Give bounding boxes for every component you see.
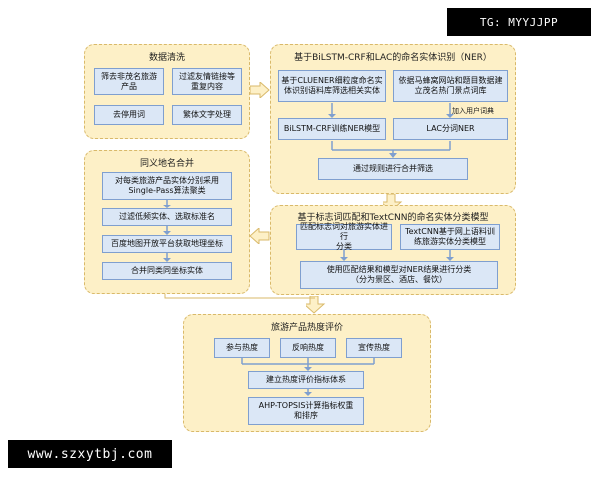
connector-synonym-bottom	[164, 294, 315, 299]
heat-item-2: 反响热度	[280, 338, 336, 358]
heat-system: 建立热度评价指标体系	[248, 371, 364, 389]
synonym-title: 同义地名合并	[139, 159, 194, 169]
heat-item-1: 参与热度	[214, 338, 270, 358]
heat-title: 旅游产品热度评价	[270, 323, 343, 333]
ner-left-top: 基于CLUENER细粒度命名实 体识别语料库筛选相关实体	[278, 70, 386, 102]
synonym-item-2: 过滤低频实体、选取标准名	[102, 208, 232, 226]
synonym-internal-arrows	[163, 200, 171, 262]
data-cleaning-item-4: 繁体文字处理	[172, 105, 242, 125]
classify-internal-arrows	[340, 250, 454, 261]
ner-right-top: 依据马蜂窝网站和题目数据建 立茂名热门景点词库	[393, 70, 508, 102]
watermark-tag-top: TG: MYYJJPP	[447, 8, 591, 36]
data-cleaning-title: 数据清洗	[148, 53, 185, 63]
arrow-classify-to-synonym	[250, 228, 270, 244]
synonym-item-1: 对每类旅游产品实体分别采用 Single-Pass算法聚类	[102, 172, 232, 200]
ner-right-note: 加入用户词典	[452, 107, 494, 115]
data-cleaning-item-3: 去停用词	[94, 105, 164, 125]
ner-merge: 通过规则进行合并筛选	[318, 158, 468, 180]
data-cleaning-item-1: 筛去非茂名旅游 产品	[94, 68, 164, 95]
ner-title: 基于BiLSTM-CRF和LAC的命名实体识别（NER）	[294, 53, 492, 63]
heat-ahp: AHP-TOPSIS计算指标权重 和排序	[248, 397, 364, 425]
data-cleaning-item-2: 过滤友情链接等 重复内容	[172, 68, 242, 95]
synonym-item-3: 百度地图开放平台获取地理坐标	[102, 235, 232, 253]
classify-bottom: 使用匹配结果和模型对NER结果进行分类 （分为景区、酒店、餐饮）	[300, 261, 498, 289]
classify-left: 匹配标志词对旅游实体进行 分类	[296, 222, 392, 251]
synonym-item-4: 合并同类同坐标实体	[102, 262, 232, 280]
classify-right: TextCNN基于网上语料训 练旅游实体分类模型	[400, 224, 500, 250]
arrow-cleaning-to-ner	[250, 82, 270, 98]
arrow-synonym-to-heat	[306, 296, 326, 314]
heat-item-3: 宣传热度	[346, 338, 402, 358]
watermark-tag-bottom: www.szxytbj.com	[8, 440, 172, 468]
ner-right-bottom: LAC分词NER	[393, 118, 508, 140]
ner-left-bottom: BiLSTM-CRF训练NER模型	[278, 118, 386, 140]
heat-internal-arrows	[241, 358, 375, 396]
classify-title: 基于标志词匹配和TextCNN的命名实体分类模型	[297, 213, 489, 223]
ner-internal-arrows	[328, 103, 454, 158]
